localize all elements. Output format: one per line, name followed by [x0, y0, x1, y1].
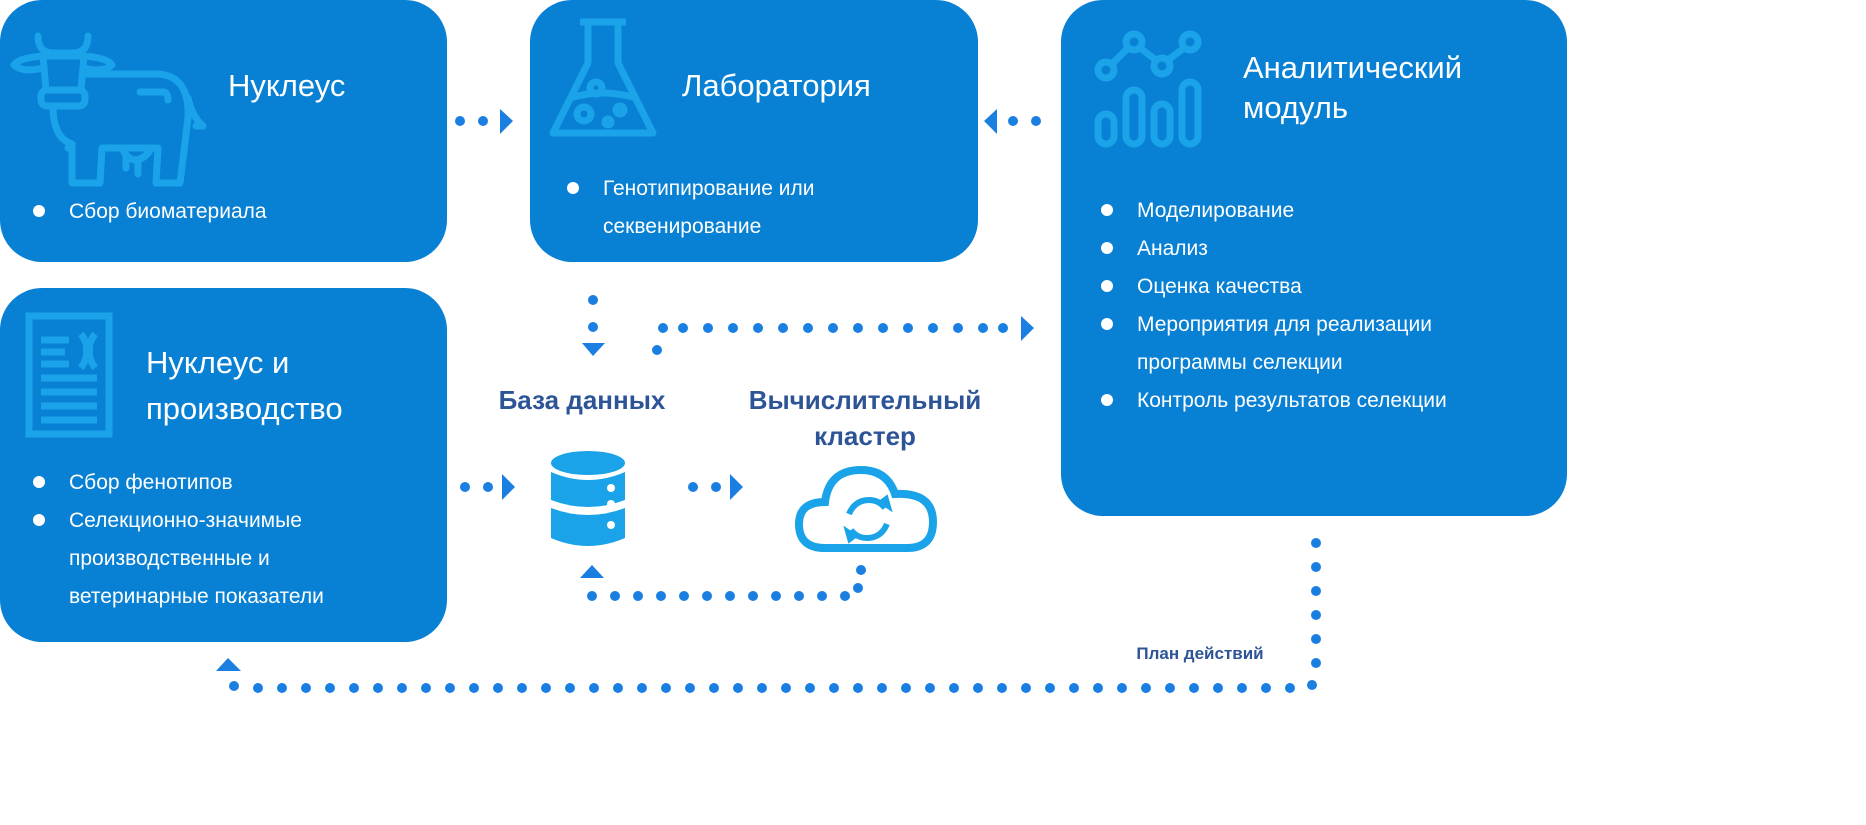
action-plan-label: План действий — [1136, 644, 1264, 663]
list-item: Анализ — [1101, 230, 1501, 268]
production-title-line2: производство — [146, 391, 343, 426]
nucleus-title: Нуклеус — [228, 68, 346, 103]
arrow-cluster-to-database — [580, 565, 866, 601]
production-title: Нуклеус и производство — [146, 340, 343, 432]
analytics-list: Моделирование Анализ Оценка качества Мер… — [1101, 192, 1501, 420]
analytics-title: Аналитический модуль — [1243, 48, 1462, 128]
list-item: Селекционно-значимые производственные и … — [33, 502, 373, 616]
analytics-chart-icon — [1094, 30, 1202, 148]
nucleus-list: Сбор биоматериала — [33, 193, 267, 231]
analytics-title-line2: модуль — [1243, 90, 1349, 125]
production-title-line1: Нуклеус и — [146, 345, 290, 380]
list-item: Генотипирование или секвенирование — [567, 170, 867, 246]
arrow-lab-to-database — [582, 295, 605, 356]
nucleus-box — [0, 0, 447, 262]
list-item: Сбор фенотипов — [33, 464, 373, 502]
list-item: Оценка качества — [1101, 268, 1501, 306]
database-icon — [551, 451, 625, 546]
arrow-database-to-cluster — [688, 474, 743, 500]
list-item: Мероприятия для реализации программы сел… — [1101, 306, 1497, 382]
arrow-action-plan-to-production — [216, 538, 1321, 693]
analytics-box — [1061, 0, 1567, 516]
production-box — [0, 288, 447, 642]
cluster-label: Вычислительный кластер — [735, 382, 995, 454]
flask-icon — [549, 18, 657, 137]
arrow-cluster-to-analytics — [652, 316, 1034, 355]
arrow-production-to-database — [460, 474, 515, 500]
cluster-label-line2: кластер — [814, 421, 916, 451]
document-icon — [25, 312, 113, 438]
cloud-sync-icon — [795, 465, 938, 552]
cow-icon — [10, 32, 207, 187]
laboratory-title: Лаборатория — [682, 68, 871, 103]
cluster-label-line1: Вычислительный — [748, 385, 982, 415]
list-item: Сбор биоматериала — [33, 193, 267, 231]
production-list: Сбор фенотипов Селекционно-значимые прои… — [33, 464, 373, 616]
analytics-title-line1: Аналитический — [1243, 50, 1463, 85]
list-item: Контроль результатов селекции — [1101, 382, 1501, 420]
arrow-analytics-to-lab — [984, 109, 1041, 134]
list-item: Моделирование — [1101, 192, 1501, 230]
arrow-nucleus-to-lab — [455, 109, 513, 134]
laboratory-list: Генотипирование или секвенирование — [567, 170, 867, 246]
database-label: База данных — [498, 385, 666, 415]
